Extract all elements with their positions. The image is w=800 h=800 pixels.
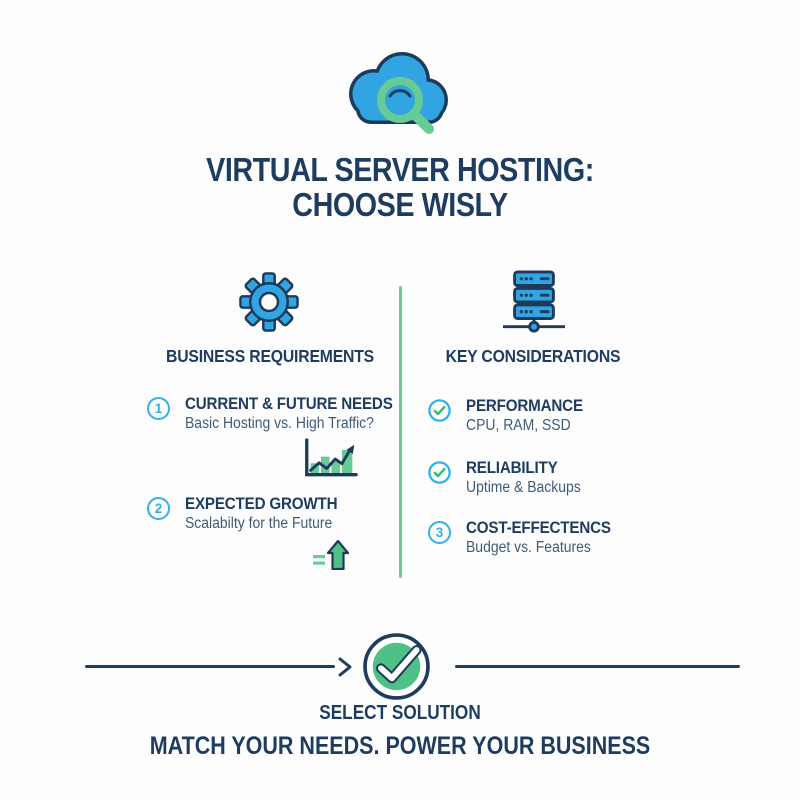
- number-badge-3: 3: [428, 521, 451, 544]
- item-texts: EXPECTED GROWTH Scalabilty for the Futur…: [185, 494, 351, 534]
- item-subtitle: Scalabilty for the Future: [185, 515, 333, 532]
- flow-line-right: [455, 665, 740, 668]
- item-subtitle: Basic Hosting vs. High Traffic?: [185, 415, 374, 432]
- item-title: EXPECTED GROWTH: [185, 495, 338, 513]
- gear-icon: [239, 272, 299, 332]
- page-title-line2: CHOOSE WISLY: [292, 186, 508, 223]
- cloud-search-icon: [349, 52, 448, 134]
- list-item-current-future-needs: 1 CURRENT & FUTURE NEEDS Basic Hosting v…: [147, 394, 411, 434]
- flow-line-left: [85, 665, 335, 668]
- item-subtitle: Uptime & Backups: [466, 479, 581, 496]
- check-circle-icon: [428, 399, 451, 422]
- item-subtitle: Budget vs. Features: [466, 539, 591, 556]
- item-texts: PERFORMANCE CPU, RAM, SSD: [466, 396, 593, 436]
- left-column-header: BUSINESS REQUIREMENTS: [165, 346, 375, 366]
- item-subtitle: CPU, RAM, SSD: [466, 417, 571, 434]
- item-title: CURRENT & FUTURE NEEDS: [185, 395, 393, 413]
- column-divider: [399, 286, 402, 578]
- growth-chart-icon: [305, 438, 358, 477]
- item-texts: COST-EFFECTENCS Budget vs. Features: [466, 518, 623, 558]
- list-item-performance: PERFORMANCE CPU, RAM, SSD: [428, 396, 593, 436]
- item-texts: CURRENT & FUTURE NEEDS Basic Hosting vs.…: [185, 394, 411, 434]
- right-column-header: KEY CONSIDERATIONS: [445, 346, 621, 366]
- check-badge-icon: [363, 633, 430, 700]
- item-title: PERFORMANCE: [466, 397, 583, 415]
- number-badge-2: 2: [147, 497, 170, 520]
- item-texts: RELIABILITY Uptime & Backups: [466, 458, 594, 498]
- list-item-cost-effectiveness: 3 COST-EFFECTENCS Budget vs. Features: [428, 518, 623, 558]
- item-title: COST-EFFECTENCS: [466, 519, 611, 537]
- footer-label: SELECT SOLUTION: [319, 702, 481, 724]
- footer-tagline: MATCH YOUR NEEDS. POWER YOUR BUSINESS: [149, 732, 651, 760]
- check-circle-icon: [428, 461, 451, 484]
- up-arrow-icon: [313, 540, 350, 570]
- list-item-reliability: RELIABILITY Uptime & Backups: [428, 458, 594, 498]
- arrow-right-icon: [338, 657, 352, 677]
- list-item-expected-growth: 2 EXPECTED GROWTH Scalabilty for the Fut…: [147, 494, 351, 534]
- server-stack-icon: [502, 270, 566, 333]
- page-title-line1: VIRTUAL SERVER HOSTING:: [206, 151, 594, 188]
- number-badge-1: 1: [147, 397, 170, 420]
- item-title: RELIABILITY: [466, 459, 558, 477]
